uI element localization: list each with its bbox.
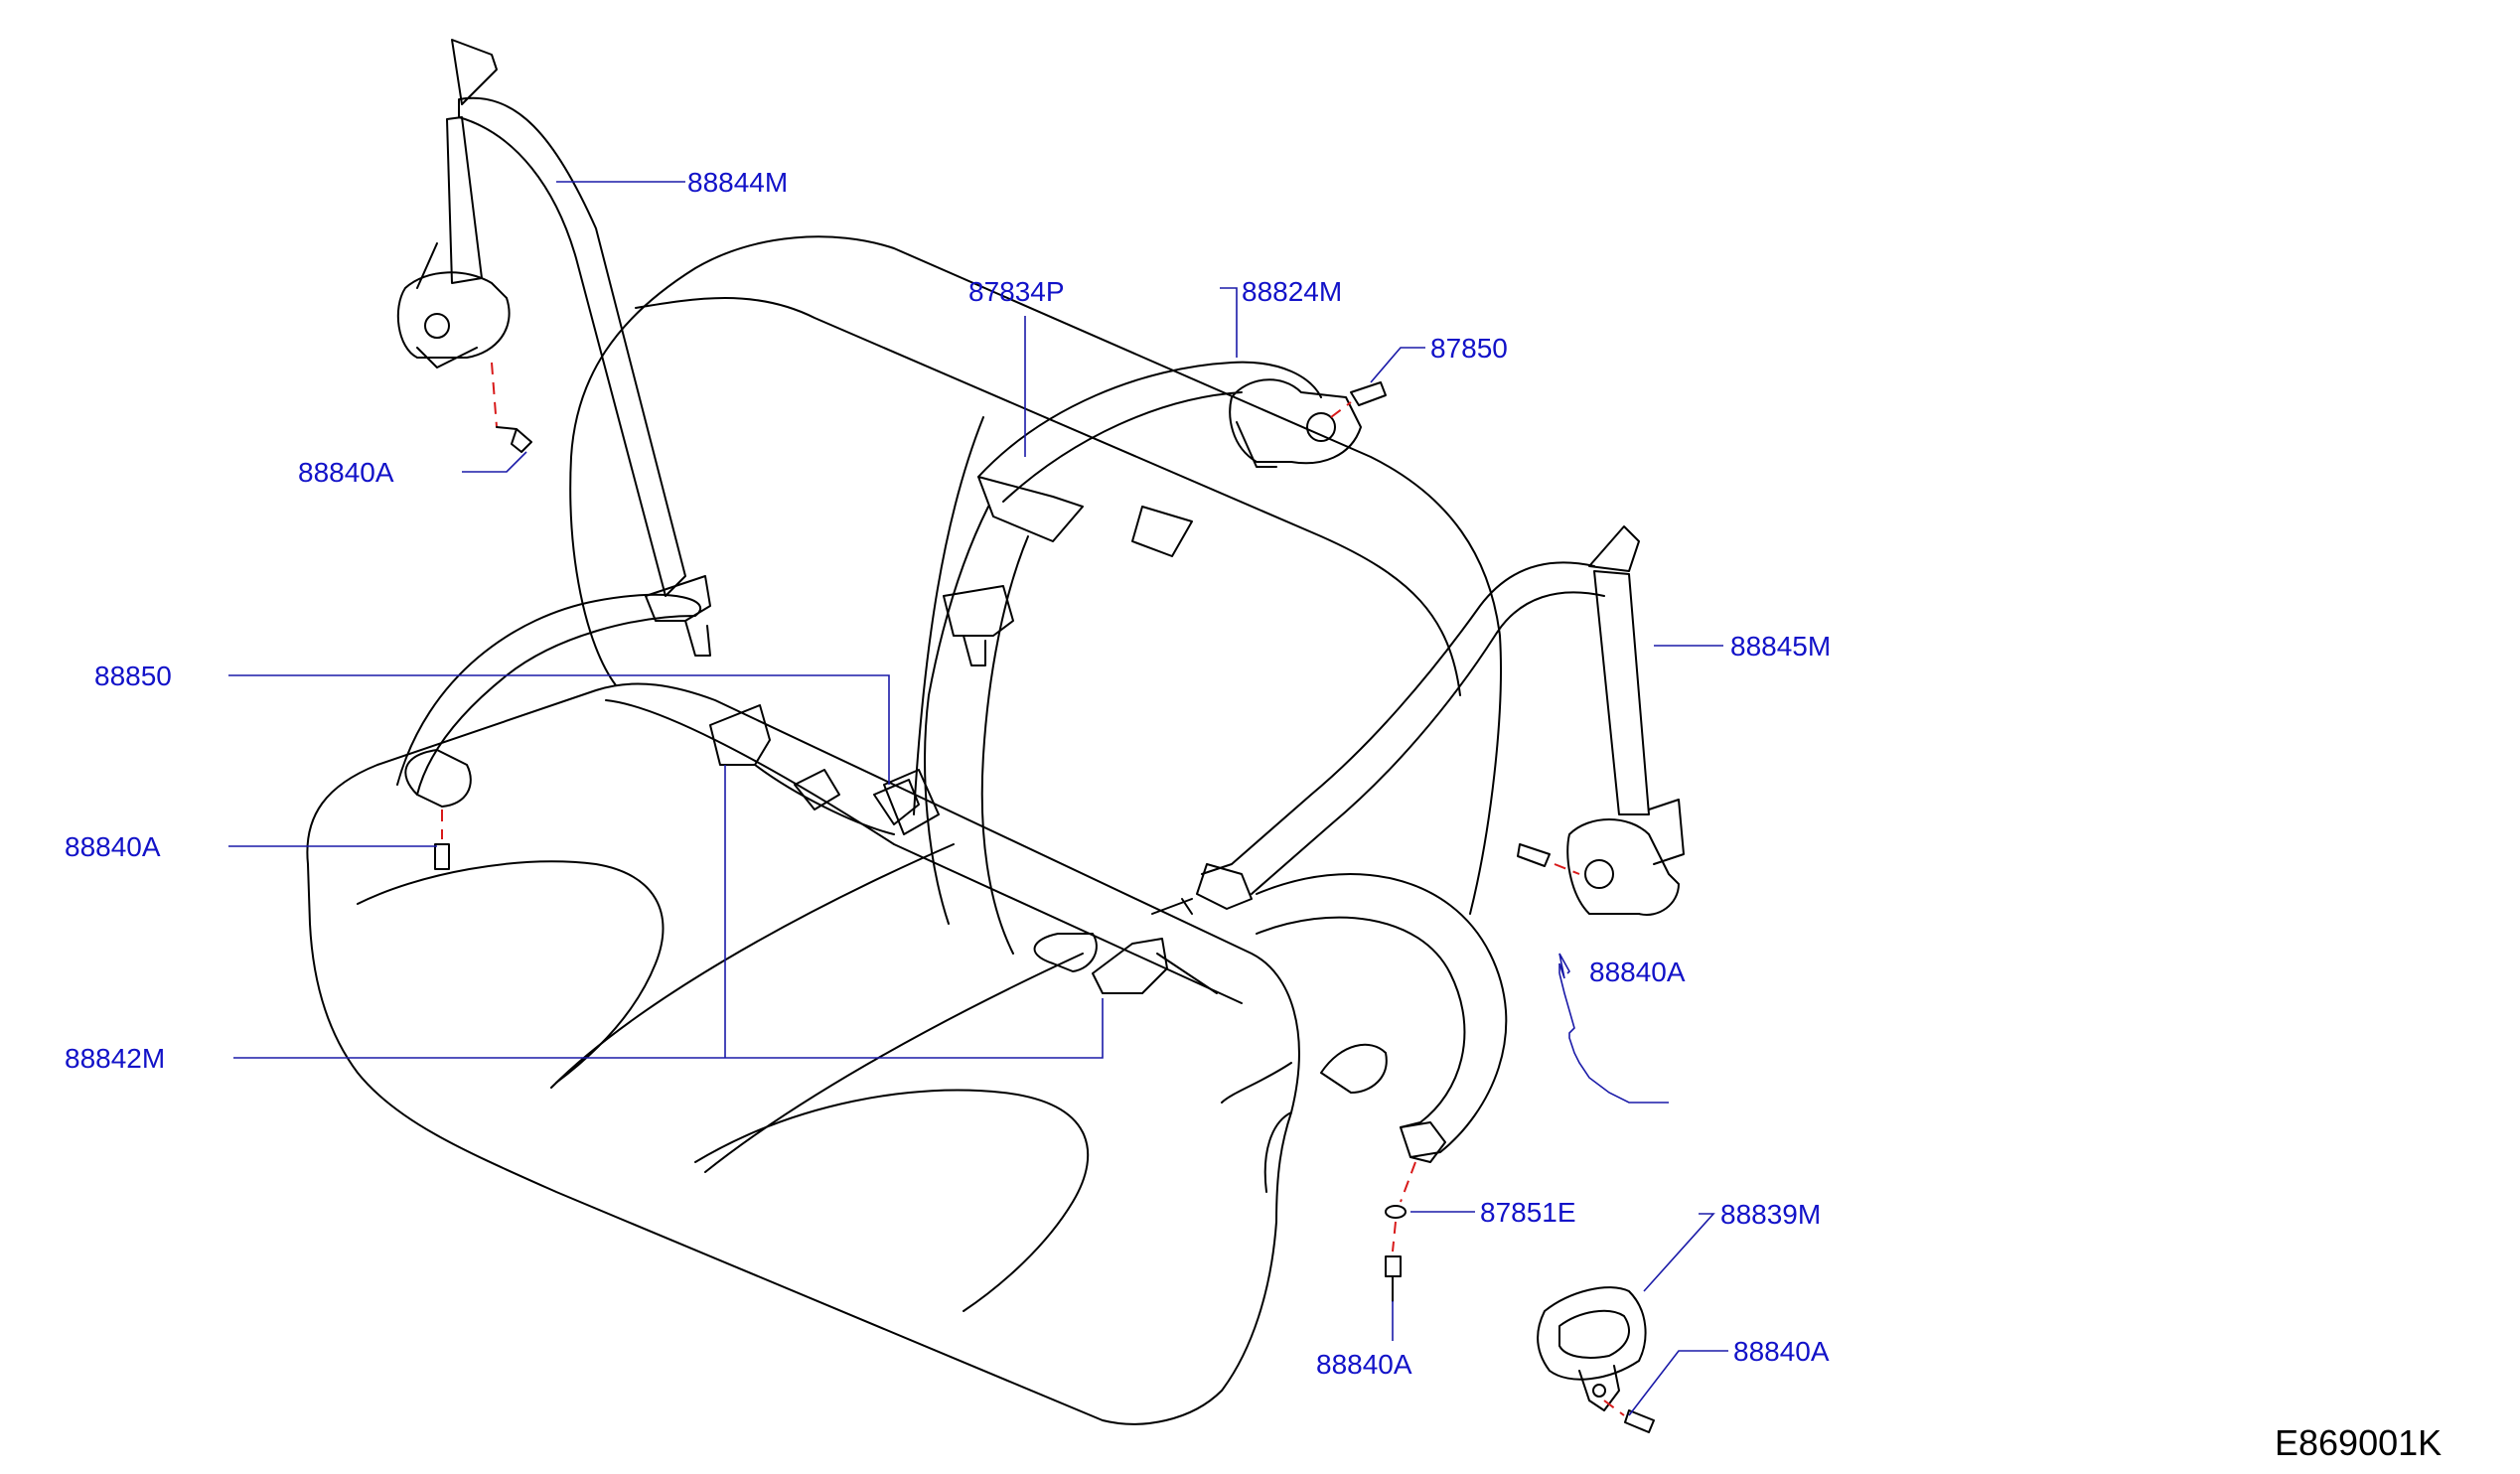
callout-88840a-right[interactable]: 88840A: [1589, 957, 1686, 987]
bolt-left: [434, 810, 450, 870]
callout-labels: 88844M 88840A 87834P 88824M 87850 88850 …: [65, 167, 1831, 1380]
center-buckles-88850: [396, 593, 940, 835]
callout-88840a-bottom[interactable]: 88840A: [1316, 1349, 1412, 1380]
callout-88844m[interactable]: 88844M: [687, 167, 788, 198]
callout-87850[interactable]: 87850: [1430, 333, 1508, 364]
callout-88840a-top[interactable]: 88840A: [298, 457, 394, 488]
leader-lines: [228, 181, 1728, 1416]
callout-88840a-left[interactable]: 88840A: [65, 831, 161, 862]
seat-cushion: [306, 682, 1300, 1425]
lap-belt-88842m: [1033, 873, 1508, 1302]
bracket-88839m: [1537, 1286, 1655, 1433]
callout-88824m[interactable]: 88824M: [1242, 276, 1342, 307]
callout-87851e[interactable]: 87851E: [1480, 1197, 1576, 1228]
right-retractor-88845m: [1151, 525, 1685, 916]
callout-88842m[interactable]: 88842M: [65, 1043, 165, 1074]
center-shoulder-belt-88824m: [924, 361, 1387, 955]
callout-87834p[interactable]: 87834P: [968, 276, 1065, 307]
callout-88840a-bottom-right[interactable]: 88840A: [1733, 1336, 1830, 1367]
left-retractor-88844m: [396, 39, 711, 657]
callout-88839m[interactable]: 88839M: [1720, 1199, 1821, 1230]
seat-back: [569, 235, 1502, 1004]
callout-88845m[interactable]: 88845M: [1730, 631, 1831, 662]
callout-88850[interactable]: 88850: [94, 661, 172, 691]
diagram-code: E869001K: [2275, 1422, 2442, 1463]
